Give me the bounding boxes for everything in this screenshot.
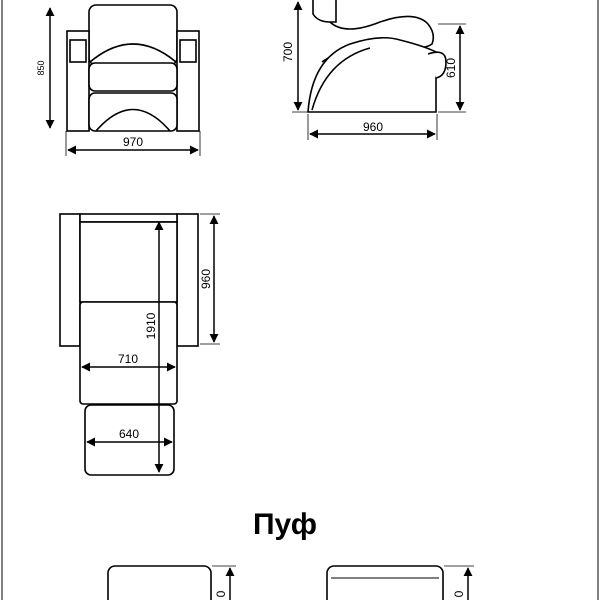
- front-left-arm-detail: [69, 39, 87, 63]
- pouf-front-height-label: 0: [214, 590, 228, 597]
- front-height-label: 850: [36, 60, 46, 75]
- front-right-arm-detail: [179, 39, 197, 63]
- top-back: [79, 213, 178, 223]
- front-backrest: [88, 4, 178, 66]
- side-footrest-knob: [427, 51, 447, 79]
- front-view: [66, 4, 200, 132]
- side-back-post: [312, 0, 337, 23]
- top-length-label: 1910: [144, 312, 158, 339]
- side-view: [307, 0, 447, 113]
- side-depth-label: 960: [363, 120, 383, 134]
- pouf-side-view: [326, 565, 444, 600]
- front-seat-cushion: [88, 62, 178, 92]
- top-seat-width-label: 710: [118, 352, 138, 366]
- side-body-curve: [311, 47, 371, 111]
- top-seat: [79, 221, 178, 303]
- side-seat-height-label: 610: [444, 58, 458, 78]
- front-base: [88, 92, 178, 132]
- top-left-arm: [59, 213, 81, 347]
- top-depth-label: 960: [199, 269, 213, 289]
- top-footrest-width-label: 640: [119, 427, 139, 441]
- side-height-label: 700: [281, 42, 295, 62]
- front-base-arc: [95, 108, 171, 132]
- pouf-title: Пуф: [253, 508, 317, 541]
- top-right-arm: [176, 213, 199, 347]
- front-backrest-arc: [89, 43, 177, 63]
- front-width-label: 970: [123, 135, 143, 149]
- pouf-front-view: [107, 565, 212, 600]
- side-body: [307, 36, 437, 113]
- pouf-views: [107, 565, 444, 600]
- top-extension: [79, 301, 178, 405]
- pouf-side-height-label: 0: [452, 590, 466, 597]
